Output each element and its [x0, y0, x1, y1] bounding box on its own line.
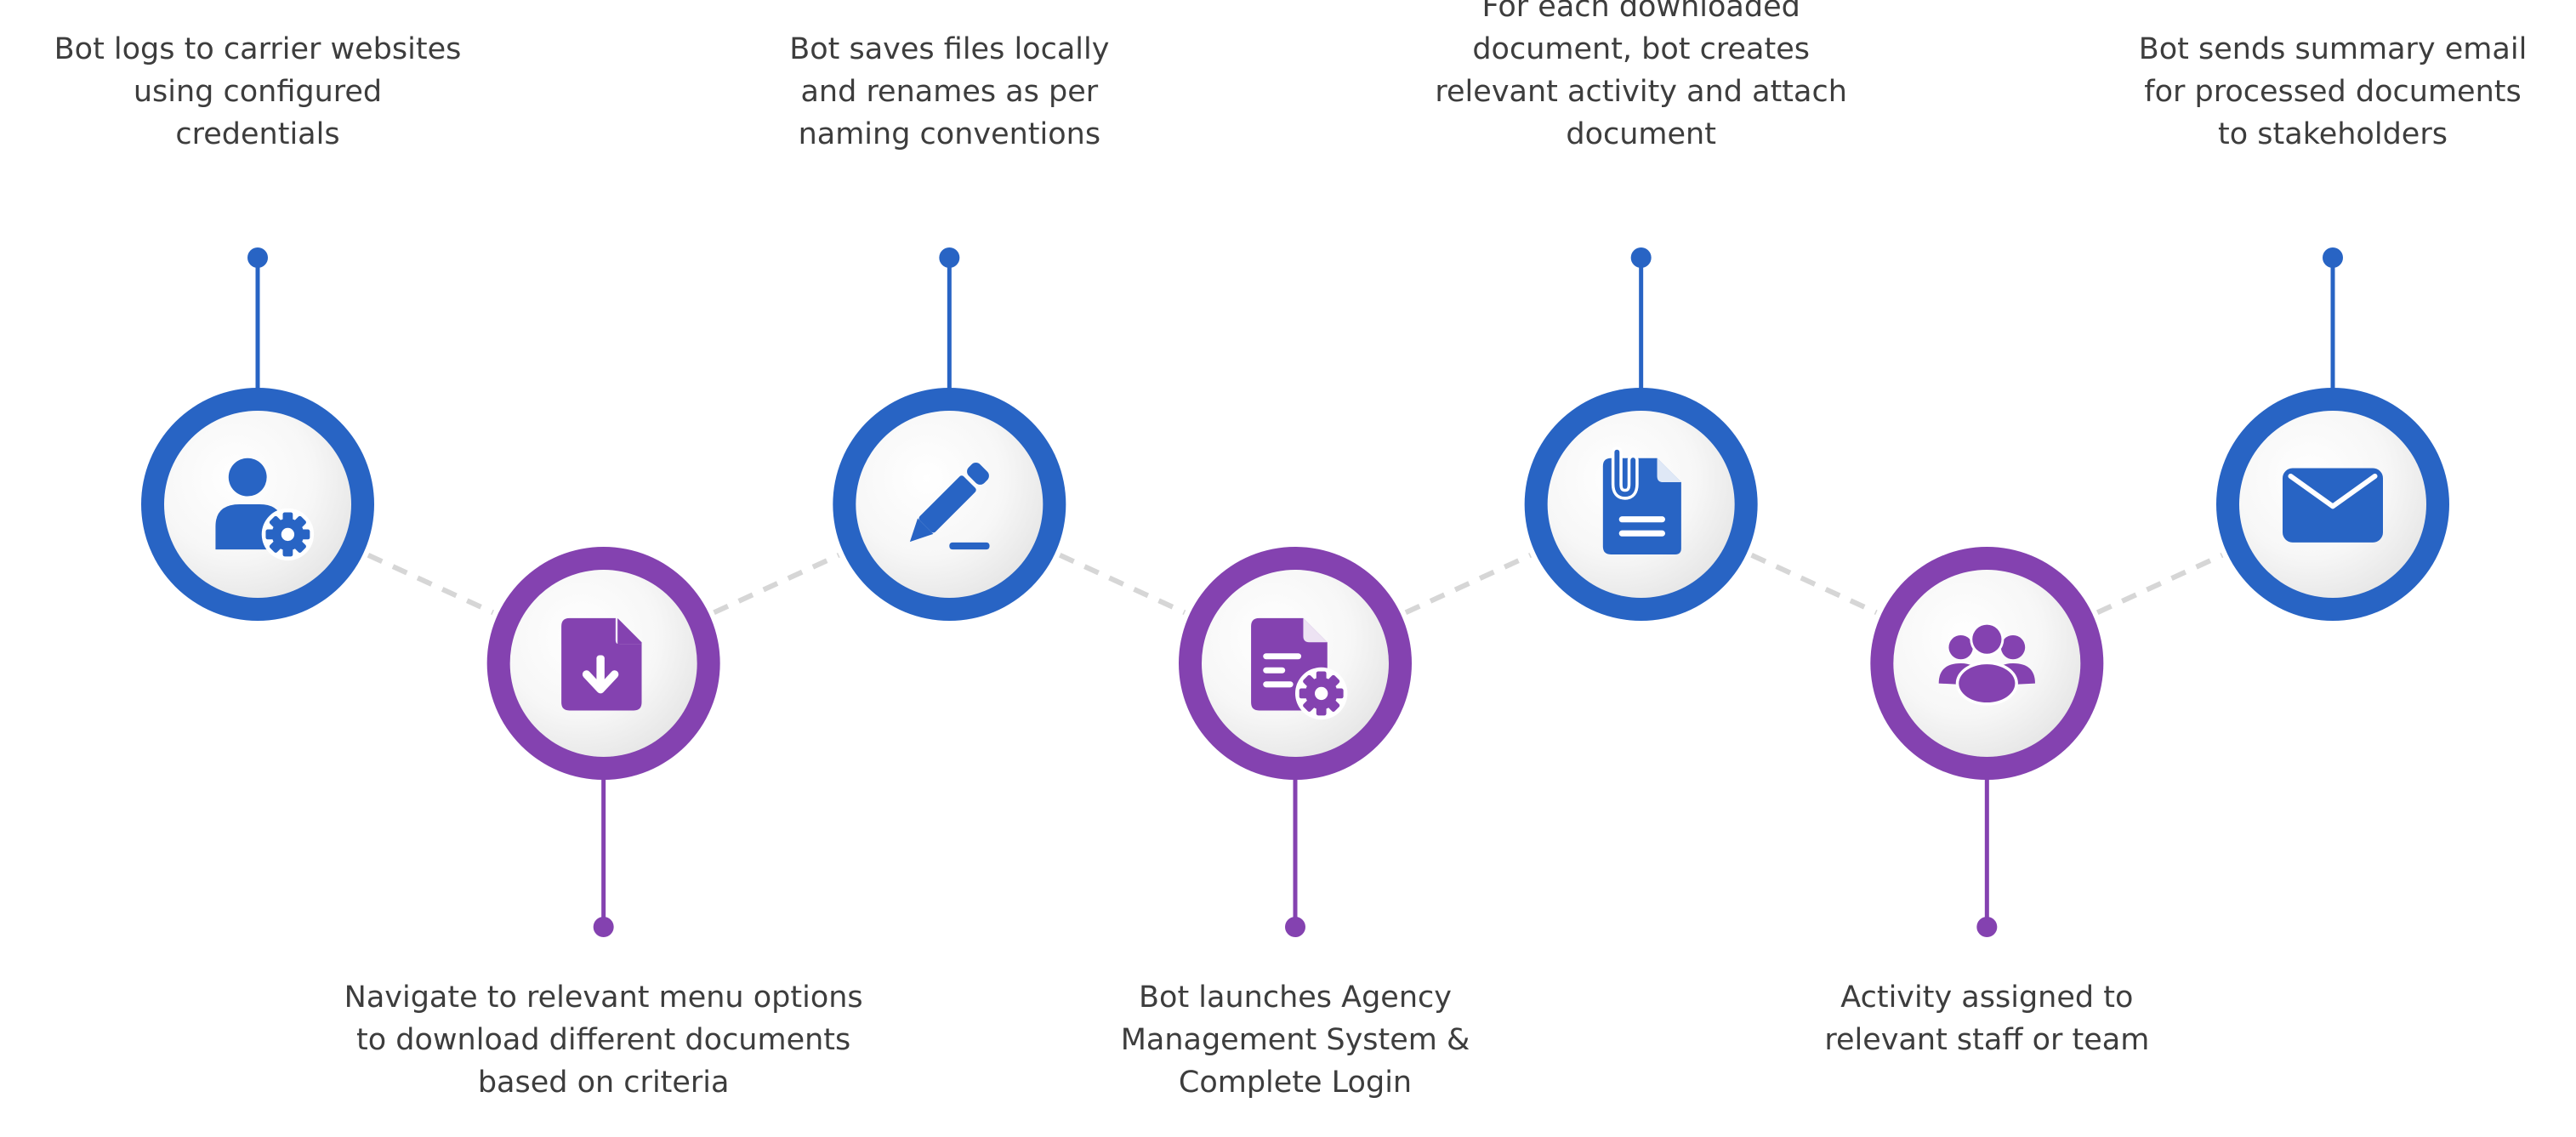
step-7-text-line-1: Bot sends summary email: [2138, 32, 2528, 66]
step-5-text-line-2: document, bot creates: [1472, 32, 1810, 66]
step-6-text-line-2: relevant staff or team: [1824, 1023, 2150, 1057]
step-7-stem-dot: [2323, 247, 2343, 268]
connector-4-to-5: [1404, 553, 1532, 615]
step-3-text-line-1: Bot saves files locally: [789, 32, 1110, 66]
step-4-text-line-3: Complete Login: [1178, 1066, 1413, 1100]
step-7-text-line-2: for processed documents: [2144, 75, 2522, 109]
step-2-text-line-2: to download different documents: [356, 1023, 851, 1057]
step-5-text-line-1: For each downloaded: [1481, 0, 1800, 24]
connector-5-to-6: [1750, 553, 1878, 615]
step-4-description: Bot launches Agency Management System & …: [1032, 976, 1559, 1104]
step-nodes: [141, 388, 2449, 780]
step-2-node: [486, 547, 720, 780]
step-5-stem-dot: [1630, 247, 1652, 268]
step-6-node: [1870, 547, 2104, 780]
step-7-description: Bot sends summary email for processed do…: [2069, 28, 2576, 156]
step-3-text-line-3: naming conventions: [798, 117, 1101, 151]
step-6-text-line-1: Activity assigned to: [1840, 981, 2134, 1015]
step-1-stem-dot: [247, 247, 268, 268]
step-4-node: [1179, 547, 1412, 780]
connector-6-to-7: [2096, 553, 2224, 615]
step-6-stem-dot: [1976, 917, 1998, 937]
step-2-description: Navigate to relevant menu options to dow…: [340, 976, 867, 1104]
step-2-stem-dot: [593, 917, 614, 937]
connector-3-to-4: [1059, 553, 1186, 615]
step-1-description: Bot logs to carrier websites using confi…: [0, 28, 521, 156]
dashed-connectors: [367, 553, 2224, 615]
step-1-text-line-2: using configured: [133, 75, 383, 109]
connector-2-to-3: [713, 553, 840, 615]
step-1-node: [141, 388, 374, 621]
stems: [247, 247, 2343, 937]
step-1-text-line-3: credentials: [175, 117, 340, 151]
file-download-icon: [561, 618, 641, 711]
step-6-description: Activity assigned to relevant staff or t…: [1723, 976, 2250, 1061]
step-4-stem-dot: [1285, 917, 1305, 937]
step-3-stem-dot: [939, 247, 960, 268]
step-2-text-line-3: based on criteria: [477, 1066, 730, 1100]
step-1-text-line-1: Bot logs to carrier websites: [54, 32, 462, 66]
step-5-description: For each downloaded document, bot create…: [1378, 0, 1905, 156]
step-4-text-line-1: Bot launches Agency: [1139, 981, 1452, 1015]
step-7-node: [2216, 388, 2449, 621]
step-2-text-line-1: Navigate to relevant menu options: [344, 981, 863, 1015]
step-5-text-line-4: document: [1566, 117, 1716, 151]
step-7-text-line-3: to stakeholders: [2218, 117, 2448, 151]
step-3-node: [833, 388, 1066, 621]
envelope-icon: [2283, 469, 2383, 543]
connector-1-to-2: [367, 553, 494, 615]
step-3-text-line-2: and renames as per: [800, 75, 1099, 109]
step-5-text-line-3: relevant activity and attach: [1435, 75, 1847, 109]
step-4-text-line-2: Management System &: [1120, 1023, 1470, 1057]
step-3-description: Bot saves files locally and renames as p…: [685, 28, 1213, 156]
step-5-node: [1524, 388, 1758, 621]
